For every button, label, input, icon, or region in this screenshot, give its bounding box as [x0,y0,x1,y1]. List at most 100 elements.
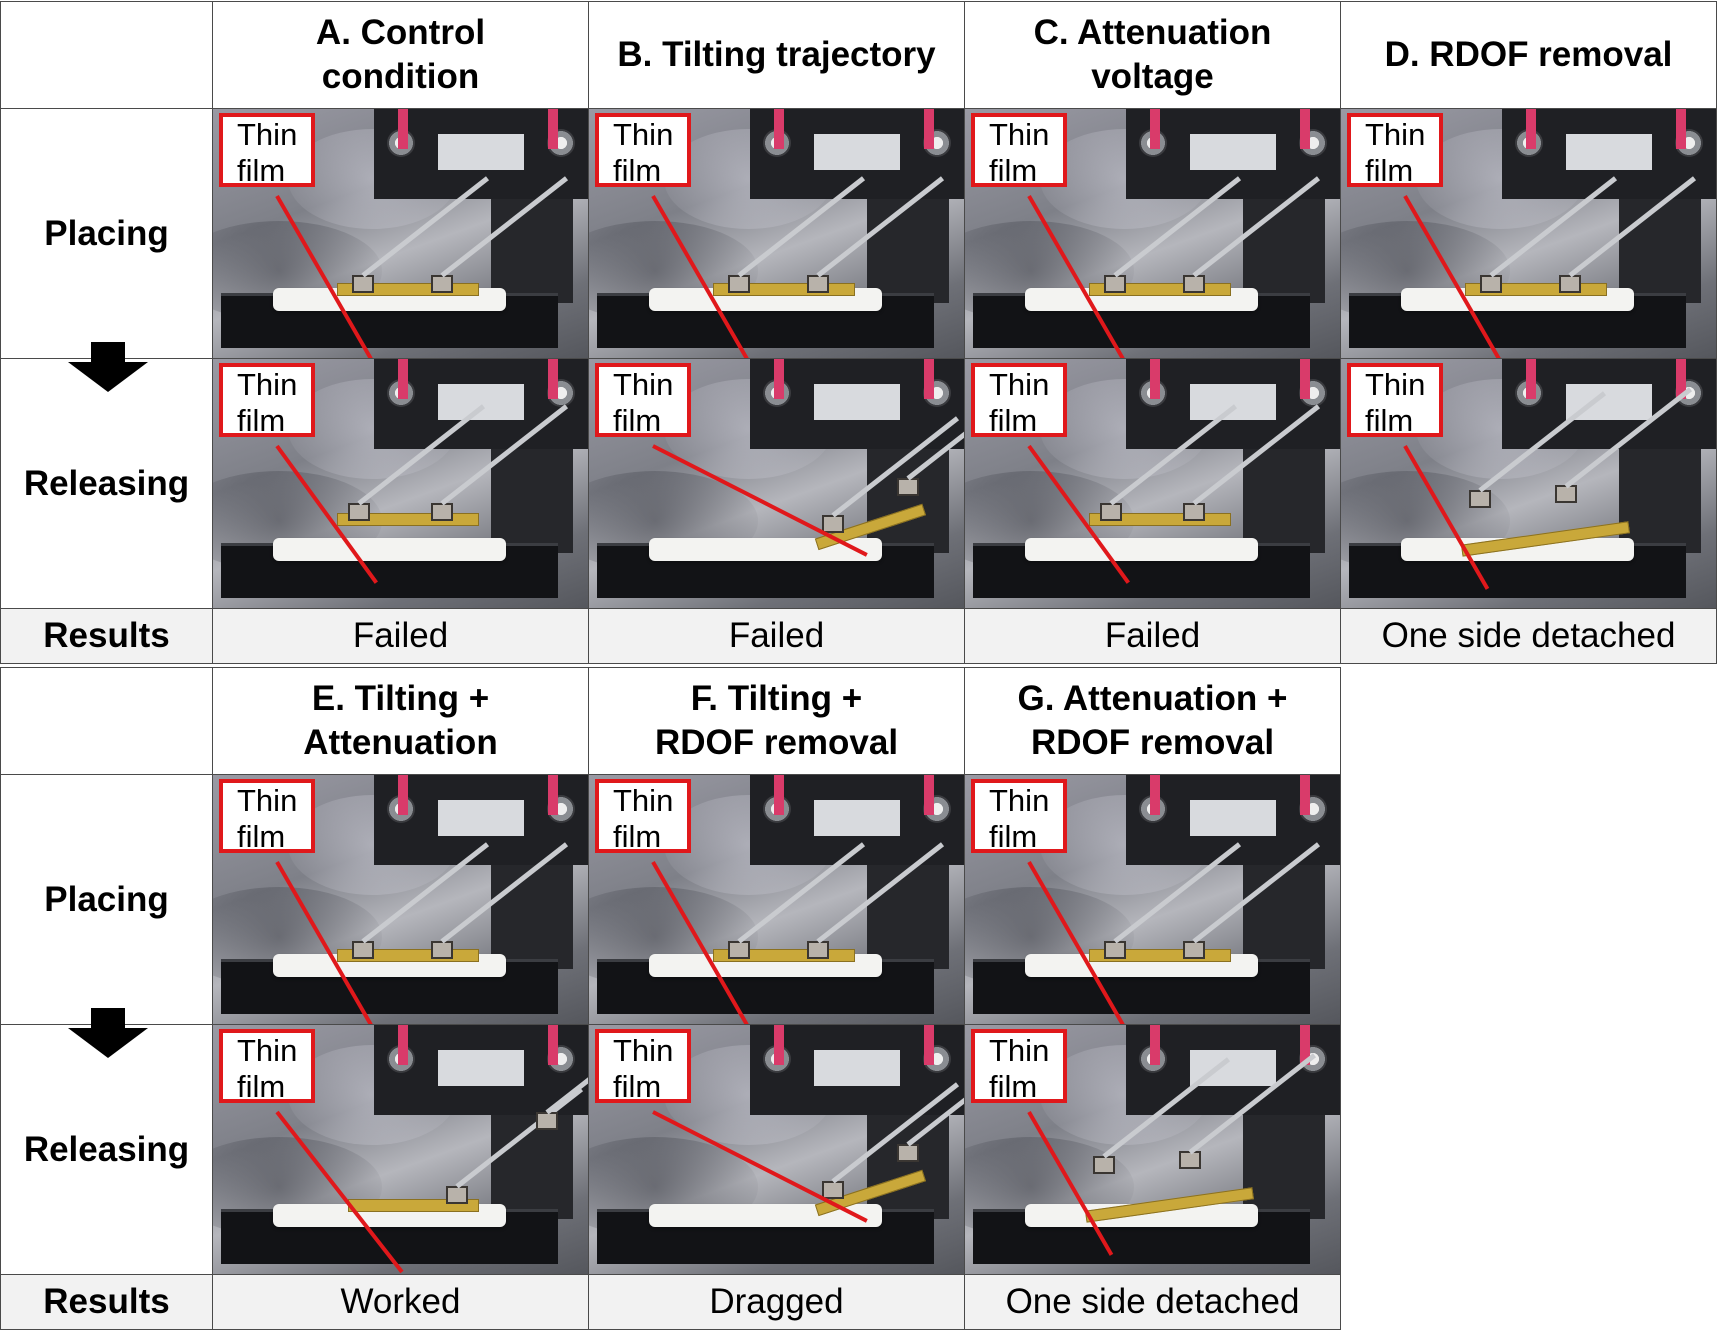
callout-line2: film [989,819,1038,854]
electroadhesive-gripper [1468,490,1491,509]
column-header-b: B. Tilting trajectory [588,1,965,109]
callout-line1: Thin [613,1033,674,1068]
electroadhesive-gripper [1100,502,1122,521]
row-label-releasing-bottom: Releasing [0,1024,213,1275]
electroadhesive-gripper [1479,275,1502,294]
electroadhesive-gripper [896,1143,919,1162]
electroadhesive-gripper [1554,485,1577,504]
electroadhesive-gripper [1182,941,1205,960]
result-g: One side detached [964,1274,1341,1330]
callout-line1: Thin [989,783,1050,818]
callout-line1: Thin [1365,117,1426,152]
electroadhesive-gripper [351,275,374,294]
callout-line1: Thin [613,783,674,818]
column-header-f: F. Tilting + RDOF removal [588,667,965,775]
callout-line2: film [989,153,1038,188]
electroadhesive-gripper [806,941,829,960]
electroadhesive-gripper [1178,1151,1201,1170]
callout-line2: film [237,153,286,188]
robot-tower [490,1099,573,1220]
callout-line2: film [613,403,662,438]
column-header-e: E. Tilting + Attenuation [212,667,589,775]
electroadhesive-gripper [1092,1156,1115,1175]
callout-line1: Thin [1365,367,1426,402]
electroadhesive-gripper [430,275,453,294]
callout-line1: Thin [237,1033,298,1068]
column-header-g-line1: G. Attenuation + [1017,679,1288,718]
callout-line2: film [613,1069,662,1104]
electroadhesive-gripper [1103,275,1126,294]
column-header-g-line2: RDOF removal [1030,723,1275,762]
electroadhesive-gripper [727,941,750,960]
electroadhesive-gripper [1558,275,1581,294]
corner-cell-bottom [0,667,213,775]
row-label-releasing-text: Releasing [23,463,190,503]
down-arrow-icon [68,342,148,396]
electroadhesive-gripper [348,502,370,521]
callout-line2: film [237,1069,286,1104]
callout-line1: Thin [613,117,674,152]
gripper-mount [750,1025,964,1115]
callout-line2: film [237,403,286,438]
electroadhesive-gripper [1182,502,1205,521]
column-header-e-line2: Attenuation [303,723,498,762]
robot-tower [1242,1099,1325,1220]
row-label-placing-bottom: Placing [0,774,213,1025]
top-figure-table: A. Control condition B. Tilting trajecto… [0,1,1717,664]
result-f: Dragged [588,1274,965,1330]
electroadhesive-gripper [821,515,844,534]
substrate-pad [1025,538,1258,561]
callout-line1: Thin [989,367,1050,402]
gripper-mount [374,359,588,449]
callout-line1: Thin [237,117,298,152]
bottom-figure-table: E. Tilting + Attenuation F. Tilting + RD… [0,667,1341,1330]
result-c: Failed [964,608,1341,664]
column-header-f-line1: F. Tilting + [690,679,863,718]
electroadhesive-gripper [430,941,453,960]
column-header-g: G. Attenuation + RDOF removal [964,667,1341,775]
electroadhesive-gripper [430,502,453,521]
electroadhesive-gripper [896,477,919,496]
electroadhesive-gripper [821,1181,844,1200]
column-header-a-line2: condition [321,57,480,96]
electroadhesive-gripper [445,1186,468,1205]
row-label-releasing: Releasing [0,358,213,609]
result-a: Failed [212,608,589,664]
callout-line2: film [989,1069,1038,1104]
result-e: Worked [212,1274,589,1330]
column-header-e-line1: E. Tilting + [311,679,490,718]
substrate-pad [273,538,506,561]
column-header-c: C. Attenuation voltage [964,1,1341,109]
row-label-placing: Placing [0,108,213,359]
column-header-a-line1: A. Control [315,13,486,52]
row-label-placing-bottom-text: Placing [44,879,169,919]
callout-line2: film [237,819,286,854]
electroadhesive-gripper [806,275,829,294]
column-header-b-line1: B. Tilting trajectory [617,35,936,74]
electroadhesive-gripper [1182,275,1205,294]
column-header-c-line1: C. Attenuation [1033,13,1272,52]
robot-tower [1618,433,1701,554]
electroadhesive-gripper [1103,941,1126,960]
